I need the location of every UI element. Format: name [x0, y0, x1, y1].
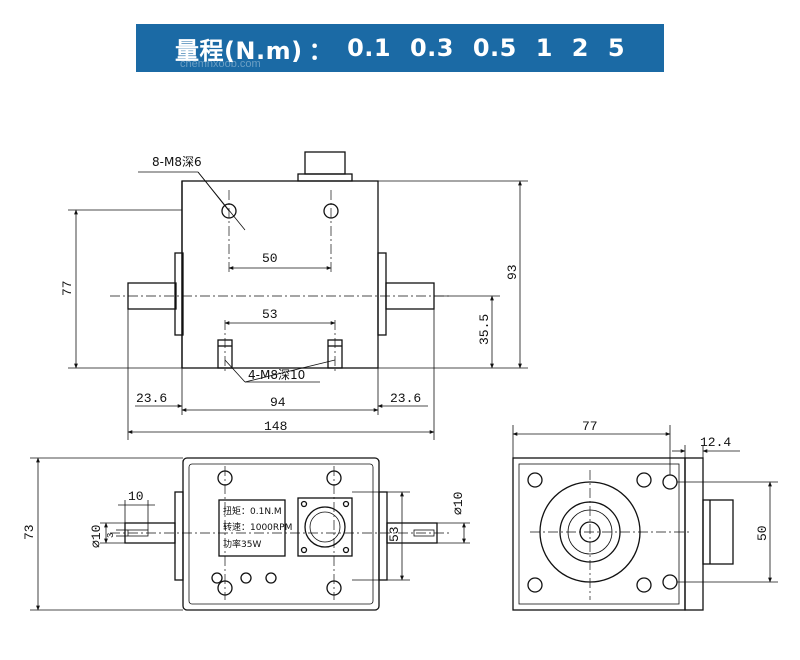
side-centerlines: [530, 470, 690, 600]
front-dim-body-width: 94: [270, 395, 286, 410]
top-dimensions: [30, 457, 470, 611]
side-body-outline: [512, 457, 686, 611]
nameplate: [218, 499, 286, 557]
side-dim-holes: 50: [755, 525, 770, 541]
top-dim-shaft-len: 10: [128, 489, 144, 504]
top-small-hole-1: [211, 572, 223, 584]
side-flange-hole-top: [662, 474, 678, 490]
top-centerlines: [110, 466, 450, 600]
front-dim-shaft-right: 23.6: [390, 391, 421, 406]
nameplate-speed: 转速：1000RPM: [223, 521, 292, 533]
front-centerlines: [110, 190, 450, 372]
top-small-hole-3: [265, 572, 277, 584]
front-right-flange: [377, 252, 387, 336]
range-separator: ：: [308, 36, 334, 65]
front-hole-callout-top: 8-M8深6: [152, 155, 202, 169]
front-dim-height-right: 93: [505, 264, 520, 280]
side-flange: [684, 457, 704, 611]
side-dim-width: 77: [582, 419, 598, 434]
watermark: chemnxoob.com: [180, 58, 261, 70]
side-hole-br: [636, 577, 652, 593]
front-connector: [304, 151, 346, 175]
top-small-hole-2: [240, 572, 252, 584]
top-dim-width-right: 53: [387, 526, 402, 542]
nameplate-torque: 扭矩：0.1N.M: [223, 505, 282, 517]
top-dim-key: 3: [106, 533, 116, 538]
front-dim-total-width: 148: [264, 419, 287, 434]
side-dim-connector: 12.4: [700, 435, 731, 450]
front-left-flange: [174, 252, 184, 336]
top-left-flange: [174, 491, 184, 581]
front-dim-top-holes: 50: [262, 251, 278, 266]
side-hole-tl: [527, 472, 543, 488]
side-connector: [702, 499, 734, 565]
front-connector-base: [297, 173, 353, 182]
top-dim-shaft-dia-left: ⌀10: [89, 525, 104, 548]
top-connector-ring: [304, 506, 346, 548]
front-dim-shaft-height: 35.5: [477, 314, 492, 345]
range-values: 0.1 0.3 0.5 1 2 5: [347, 34, 626, 62]
front-hole-callout-bottom: 4-M8深10: [248, 368, 305, 382]
side-dimensions: [512, 425, 778, 583]
front-dim-bottom-holes: 53: [262, 307, 278, 322]
front-dimensions: [68, 171, 528, 440]
nameplate-power: 功率35W: [223, 538, 261, 550]
side-view: [512, 457, 734, 611]
side-hole-bl: [527, 577, 543, 593]
side-hole-tr: [636, 472, 652, 488]
side-flange-hole-bottom: [662, 574, 678, 590]
front-body-outline: [181, 180, 379, 369]
top-right-flange: [378, 491, 388, 581]
front-view: [127, 151, 435, 369]
top-dim-height: 73: [22, 524, 37, 540]
top-body-outline: [182, 457, 380, 611]
top-connector-plate: [297, 497, 353, 557]
front-dim-shaft-left: 23.6: [136, 391, 167, 406]
top-dim-shaft-dia-right: ⌀10: [451, 492, 466, 515]
front-dim-height-left: 77: [60, 280, 75, 296]
range-banner: 量程(N.m) ： 0.1 0.3 0.5 1 2 5: [136, 24, 664, 72]
range-label: 量程(N.m): [174, 36, 303, 65]
